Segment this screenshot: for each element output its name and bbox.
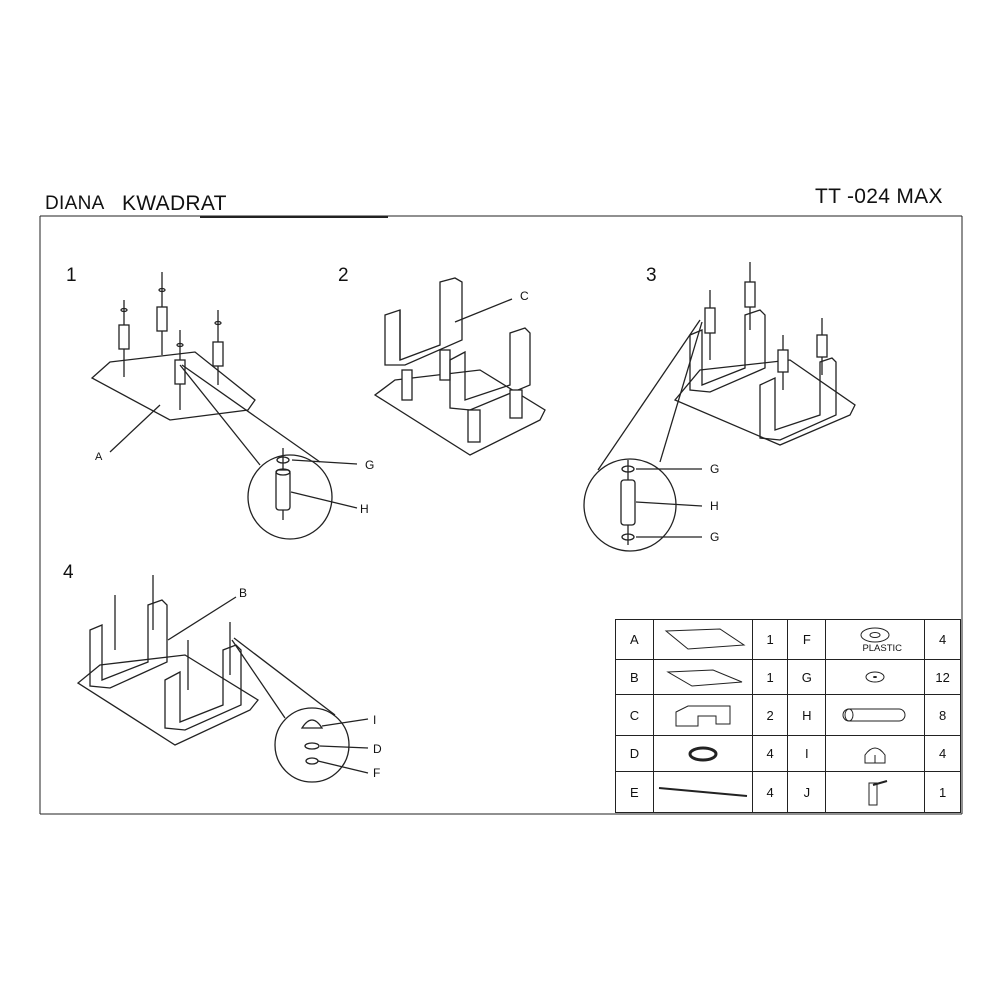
parts-table: A 1 F PLASTIC 4 B 1 G 12 C 2 H 8: [615, 619, 961, 813]
callout-G-top: G: [710, 462, 719, 476]
callout-C: C: [520, 289, 529, 303]
frames-drawing: [373, 277, 546, 456]
product-code: TT -024 MAX: [815, 185, 943, 208]
part-note: PLASTIC: [862, 642, 903, 654]
part-letter: F: [787, 619, 827, 660]
part-image: [652, 735, 753, 772]
step-2: 2 C: [338, 265, 546, 456]
part-qty: 12: [924, 658, 961, 696]
part-letter: H: [787, 694, 827, 737]
glass-top-drawing: [90, 272, 358, 540]
callout-G: G: [365, 458, 374, 472]
part-letter: D: [615, 735, 654, 772]
table-row: C 2 H 8: [615, 694, 961, 737]
brand-name: DIANA: [45, 193, 105, 214]
tube-icon: [842, 708, 906, 722]
callout-G-bottom: G: [710, 530, 719, 544]
part-image: [652, 619, 753, 660]
table-row: B 1 G 12: [615, 658, 961, 696]
part-image: [825, 658, 926, 696]
callout-H: H: [710, 499, 719, 513]
model-name: KWADRAT: [122, 192, 227, 215]
part-image: [652, 694, 753, 737]
part-qty: 4: [924, 735, 961, 772]
table-row: A 1 F PLASTIC 4: [615, 619, 961, 660]
frame-icon: [675, 705, 731, 727]
rod-icon: [658, 787, 747, 797]
step-number: 4: [63, 562, 74, 583]
part-letter: B: [615, 658, 654, 696]
callout-A: A: [95, 451, 103, 463]
allen-key-icon: [868, 780, 888, 806]
step-number: 3: [646, 265, 657, 286]
part-letter: A: [615, 619, 654, 660]
callout-H: H: [360, 502, 369, 516]
part-image: PLASTIC: [825, 619, 926, 660]
sheet-frame: [39, 215, 963, 815]
step-1: 1 A G H: [66, 265, 374, 540]
part-qty: 2: [751, 694, 789, 737]
part-qty: 1: [924, 771, 961, 813]
callout-I: I: [373, 713, 376, 727]
part-letter: J: [787, 771, 827, 813]
cap-nut-icon: [864, 747, 886, 764]
posts-drawing: [583, 262, 856, 552]
part-letter: C: [615, 694, 654, 737]
step-number: 1: [66, 265, 77, 286]
glass-shelf-icon: [666, 669, 742, 687]
part-qty: 4: [751, 771, 789, 813]
part-qty: 8: [924, 694, 961, 737]
part-qty: 1: [751, 658, 789, 696]
callout-B: B: [239, 586, 247, 600]
part-image: [825, 771, 926, 813]
callout-D: D: [373, 742, 382, 756]
part-image: [825, 694, 926, 737]
part-image: [825, 735, 926, 772]
part-letter: I: [787, 735, 827, 772]
glass-top-icon: [664, 628, 746, 650]
table-row: D 4 I 4: [615, 735, 961, 772]
step-4: 4 B I D F: [63, 562, 382, 783]
ring-washer-icon: [688, 746, 718, 762]
callout-F: F: [373, 766, 380, 780]
shelf-drawing: [76, 575, 369, 783]
step-3: 3 G H G: [583, 262, 856, 552]
part-qty: 1: [751, 619, 789, 660]
part-image: [652, 771, 753, 813]
washer-icon: [865, 671, 885, 683]
part-letter: E: [615, 771, 654, 813]
table-row: E 4 J 1: [615, 771, 961, 813]
part-letter: G: [787, 658, 827, 696]
step-number: 2: [338, 265, 349, 286]
plastic-washer-icon: [860, 627, 890, 643]
part-qty: 4: [924, 619, 961, 660]
part-image: [652, 658, 753, 696]
part-qty: 4: [751, 735, 789, 772]
